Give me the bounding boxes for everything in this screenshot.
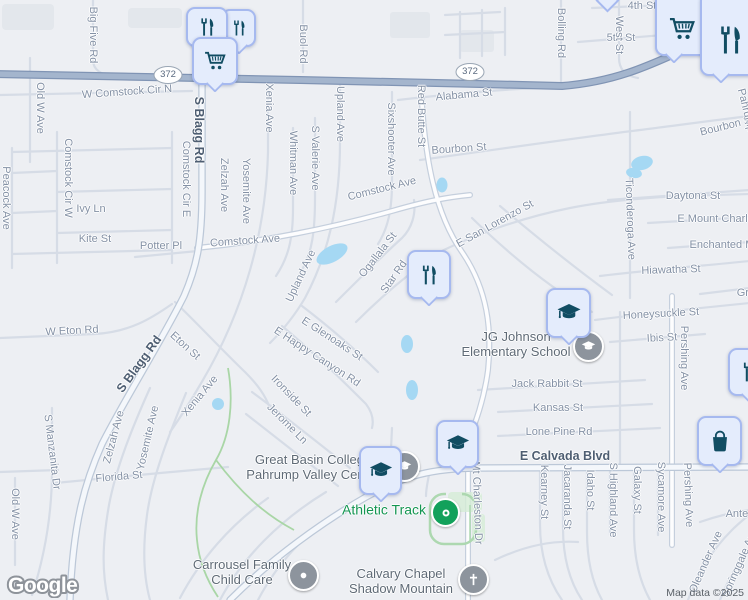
street-label: Hiawatha St	[641, 262, 701, 278]
restaurant-marker[interactable]	[728, 348, 748, 396]
street-label: Old W Ave	[34, 82, 46, 134]
restaurant-marker[interactable]	[700, 0, 748, 76]
fork-knife-icon	[233, 20, 244, 36]
street-label: Comstock Cir E	[180, 140, 192, 218]
highway-shield-372: 372	[153, 66, 183, 84]
street-label: S Blagg Rd	[192, 96, 206, 164]
street-label: 4th St	[627, 0, 657, 12]
google-logo[interactable]: Google	[6, 572, 82, 598]
street-label: Yosemite Ave	[240, 157, 252, 225]
street-label: Antelope St	[725, 508, 748, 520]
poi-line: Child Care	[211, 572, 273, 587]
school-marker[interactable]	[359, 446, 402, 495]
street-label: Sycamore Ave	[655, 461, 667, 533]
poi-label-jg-johnson[interactable]: JG Johnson Elementary School	[461, 329, 570, 359]
poi-line: Shadow Mountain	[348, 581, 454, 596]
athletic-track-marker[interactable]	[431, 498, 460, 527]
shopping-cart-icon	[205, 51, 226, 70]
street-label: Red Butte St	[415, 84, 427, 148]
street-label: Jack Rabbit St	[511, 378, 583, 390]
street-label: S Highland Ave	[607, 462, 619, 538]
street-label: S Valerie Ave	[309, 125, 321, 191]
street-label: Galaxy St	[631, 466, 643, 514]
street-label: Sixshooter Ave	[385, 102, 397, 176]
graduation-cap-icon	[557, 303, 580, 319]
donut-icon	[442, 509, 449, 516]
fork-knife-icon	[743, 362, 748, 382]
map-attribution: Map data ©2025	[666, 587, 744, 599]
street-label: Zelzah Ave	[218, 157, 230, 213]
poi-line: Pahrump Valley Center	[246, 467, 380, 482]
street-label: Upland Ave	[334, 85, 346, 143]
google-wordmark: Google	[6, 572, 80, 598]
poi-line: JG Johnson	[481, 329, 551, 344]
street-label: Enchanted Mountain	[689, 239, 748, 251]
dot-icon	[300, 572, 307, 579]
street-label: Idaho St	[584, 469, 596, 511]
restaurant-marker[interactable]	[407, 250, 451, 299]
graduation-cap-icon	[581, 341, 596, 350]
street-label: Buol Rd	[297, 24, 309, 64]
shopping-cart-icon	[669, 18, 695, 40]
street-label: Daytona St	[665, 190, 721, 202]
street-label: Whitman Ave	[287, 130, 299, 196]
street-label: E Mount Charleston	[677, 213, 748, 225]
street-label: Kite St	[78, 233, 112, 245]
street-label: Pershing Ave	[680, 462, 696, 528]
street-label: Peacock Ave	[0, 166, 12, 230]
poi-label-calvary-chapel[interactable]: Calvary Chapel Shadow Mountain	[349, 566, 453, 596]
street-label: 5th St	[606, 32, 636, 44]
cross-icon	[469, 573, 478, 586]
graduation-cap-icon	[446, 435, 469, 450]
poi-line: Carrousel Family	[192, 557, 292, 572]
street-label: Old W Ave	[9, 488, 21, 540]
poi-label-carrousel[interactable]: Carrousel Family Child Care	[193, 557, 291, 587]
street-label: Comstock Cir W	[62, 138, 74, 218]
svg-text:Google: Google	[8, 574, 77, 597]
fork-knife-icon	[720, 26, 740, 54]
poi-line: Elementary School	[461, 344, 571, 359]
street-label: West St	[613, 15, 625, 55]
poi-line: Calvary Chapel	[356, 566, 446, 581]
street-label: Xenia Ave	[263, 83, 275, 133]
poi-label-great-basin[interactable]: Great Basin College Pahrump Valley Cente…	[246, 452, 379, 482]
school-marker[interactable]	[546, 288, 591, 338]
street-label: Ibis St	[646, 331, 678, 345]
grocery-marker[interactable]	[192, 37, 238, 85]
street-label: Big Five Rd	[87, 6, 99, 64]
graduation-cap-icon	[369, 461, 392, 476]
poi-label-athletic-track[interactable]: Athletic Track	[341, 501, 427, 518]
church-circle-marker[interactable]	[458, 564, 489, 595]
childcare-circle-marker[interactable]	[288, 560, 319, 591]
street-label: Pershing Ave	[678, 325, 690, 391]
shopping-bag-icon	[712, 430, 727, 452]
street-label: Kansas St	[532, 402, 584, 414]
street-label: Potter Pl	[139, 240, 183, 252]
school-marker[interactable]	[436, 420, 479, 468]
street-label: Kearney St	[538, 464, 550, 520]
highway-shield-372: 372	[455, 63, 485, 81]
fork-knife-icon	[201, 18, 214, 36]
poi-line: Great Basin College	[254, 452, 372, 467]
street-label: Grand	[736, 287, 748, 299]
fork-knife-icon	[422, 265, 436, 284]
store-marker[interactable]	[697, 416, 742, 466]
street-label: E Calvada Blvd	[519, 449, 611, 463]
street-label: Ivy Ln	[76, 203, 106, 215]
street-label: Lone Pine Rd	[525, 426, 593, 438]
street-label: Bolling Rd	[555, 7, 567, 59]
street-label: Jacaranda St	[561, 464, 573, 530]
